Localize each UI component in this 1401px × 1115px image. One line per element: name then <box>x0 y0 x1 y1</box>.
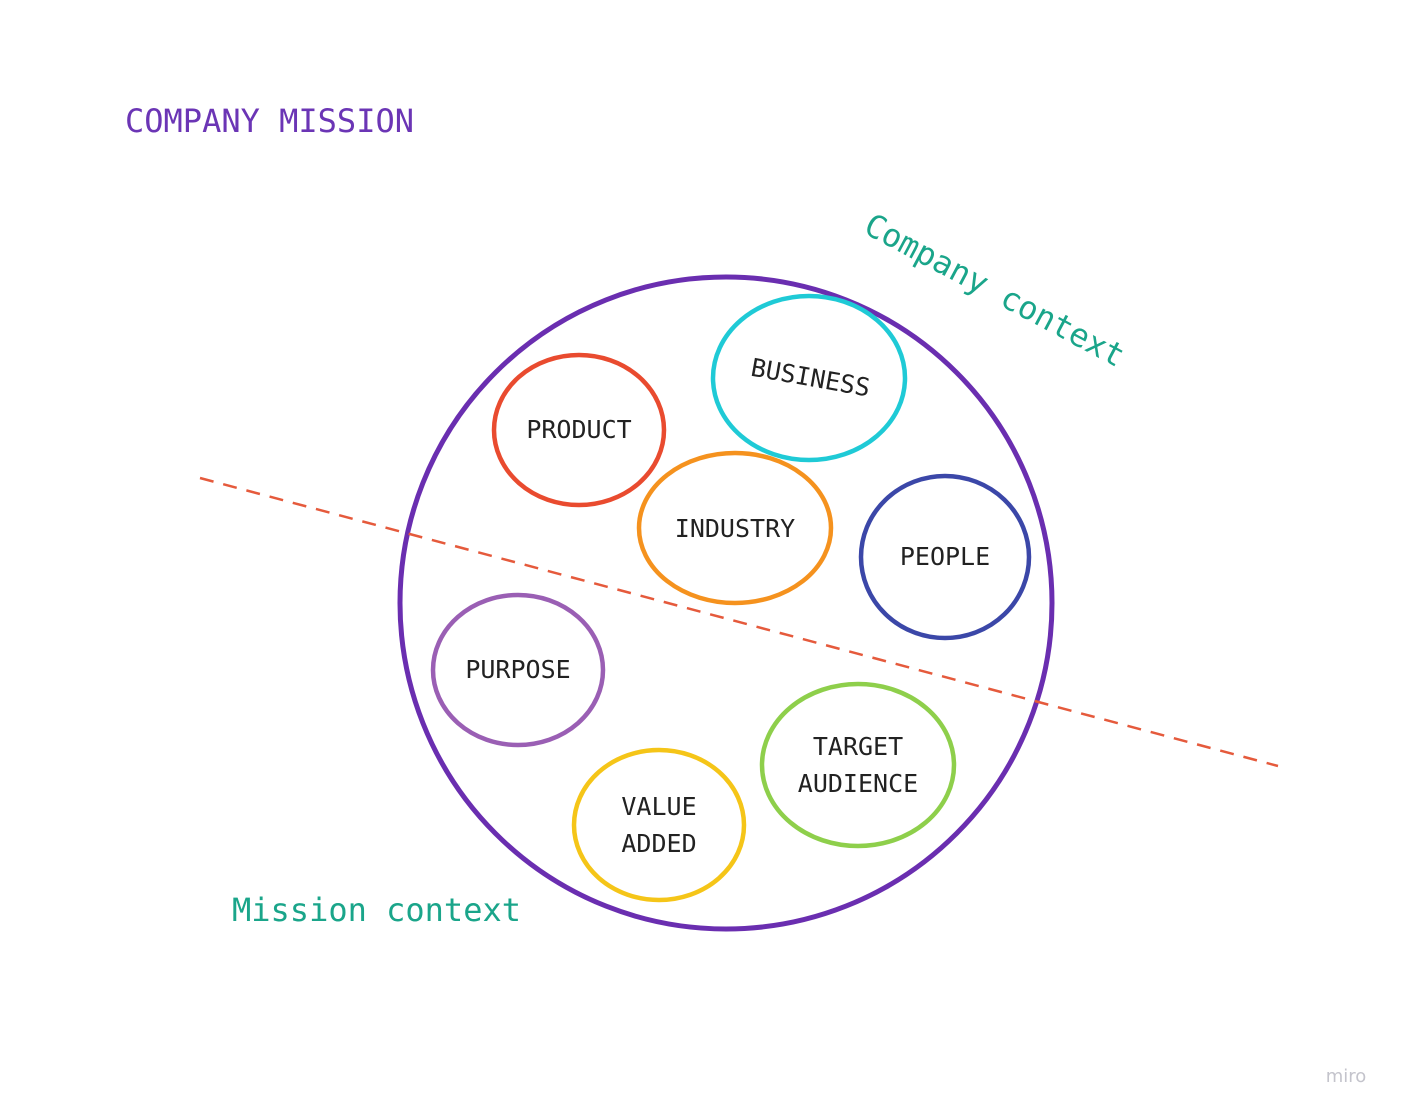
node-people: PEOPLE <box>858 473 1032 641</box>
context-divider-line <box>199 476 1279 768</box>
industry-circle <box>636 450 834 606</box>
industry-label: INDUSTRY <box>675 514 795 543</box>
node-product: PRODUCT <box>491 352 667 508</box>
product-circle <box>491 352 667 508</box>
miro-watermark: miro <box>1326 1066 1367 1087</box>
node-business: BUSINESS <box>710 293 908 463</box>
node-target-audience: TARGET AUDIENCE <box>759 681 957 849</box>
value-added-label-line2: ADDED <box>621 829 696 858</box>
page-title: COMPANY MISSION <box>125 102 414 140</box>
value-added-circle <box>571 747 747 903</box>
target-audience-label-line2: AUDIENCE <box>798 769 918 798</box>
product-label: PRODUCT <box>526 415 631 444</box>
target-audience-label-line1: TARGET <box>813 732 903 761</box>
value-added-label-line1: VALUE <box>621 792 696 821</box>
people-label: PEOPLE <box>900 542 990 571</box>
node-value-added: VALUE ADDED <box>571 747 747 903</box>
business-circle <box>710 293 908 463</box>
node-purpose: PURPOSE <box>430 592 606 748</box>
purpose-label: PURPOSE <box>465 655 570 684</box>
business-label: BUSINESS <box>749 353 873 402</box>
company-outer-circle <box>397 274 1055 932</box>
mission-context-label: Mission context <box>232 891 521 929</box>
target-audience-circle <box>759 681 957 849</box>
purpose-circle <box>430 592 606 748</box>
people-circle <box>858 473 1032 641</box>
node-industry: INDUSTRY <box>636 450 834 606</box>
